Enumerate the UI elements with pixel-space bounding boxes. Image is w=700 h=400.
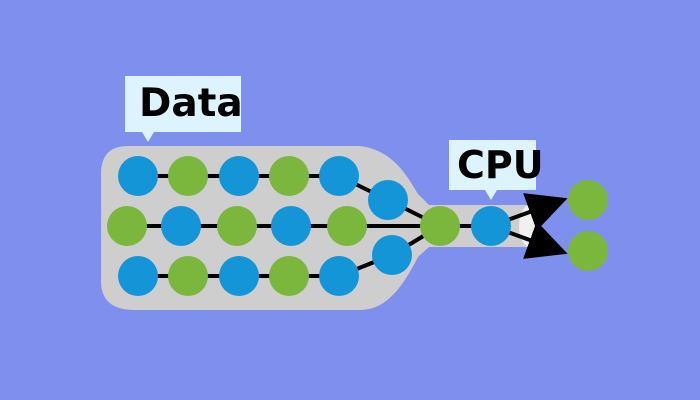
data-node-r2-c2 bbox=[161, 206, 201, 246]
output-node-2 bbox=[568, 231, 608, 271]
merge-node-2 bbox=[372, 235, 412, 275]
data-node-r2-c4 bbox=[271, 206, 311, 246]
cpu-callout: CPU bbox=[449, 140, 544, 200]
data-node-r3-c1 bbox=[118, 256, 158, 296]
neck-node-2 bbox=[471, 206, 511, 246]
output-node-1 bbox=[568, 180, 608, 220]
data-callout: Data bbox=[125, 76, 243, 142]
data-node-r1-c4 bbox=[269, 156, 309, 196]
data-node-r1-c2 bbox=[168, 156, 208, 196]
data-node-r3-c3 bbox=[219, 256, 259, 296]
node-layer bbox=[107, 156, 608, 296]
neck-node-1 bbox=[420, 206, 460, 246]
data-node-r2-c3 bbox=[217, 206, 257, 246]
data-node-r3-c2 bbox=[168, 256, 208, 296]
data-node-r1-c1 bbox=[118, 156, 158, 196]
data-label: Data bbox=[139, 81, 243, 126]
data-node-r3-c4 bbox=[269, 256, 309, 296]
merge-node-1 bbox=[368, 180, 408, 220]
data-callout-pointer bbox=[142, 132, 154, 142]
data-node-r1-c3 bbox=[219, 156, 259, 196]
data-node-r2-c5 bbox=[327, 206, 367, 246]
data-node-r2-c1 bbox=[107, 206, 147, 246]
data-node-r3-c5 bbox=[319, 256, 359, 296]
cpu-callout-pointer bbox=[485, 190, 497, 200]
cpu-label: CPU bbox=[457, 143, 544, 187]
data-node-r1-c5 bbox=[319, 156, 359, 196]
